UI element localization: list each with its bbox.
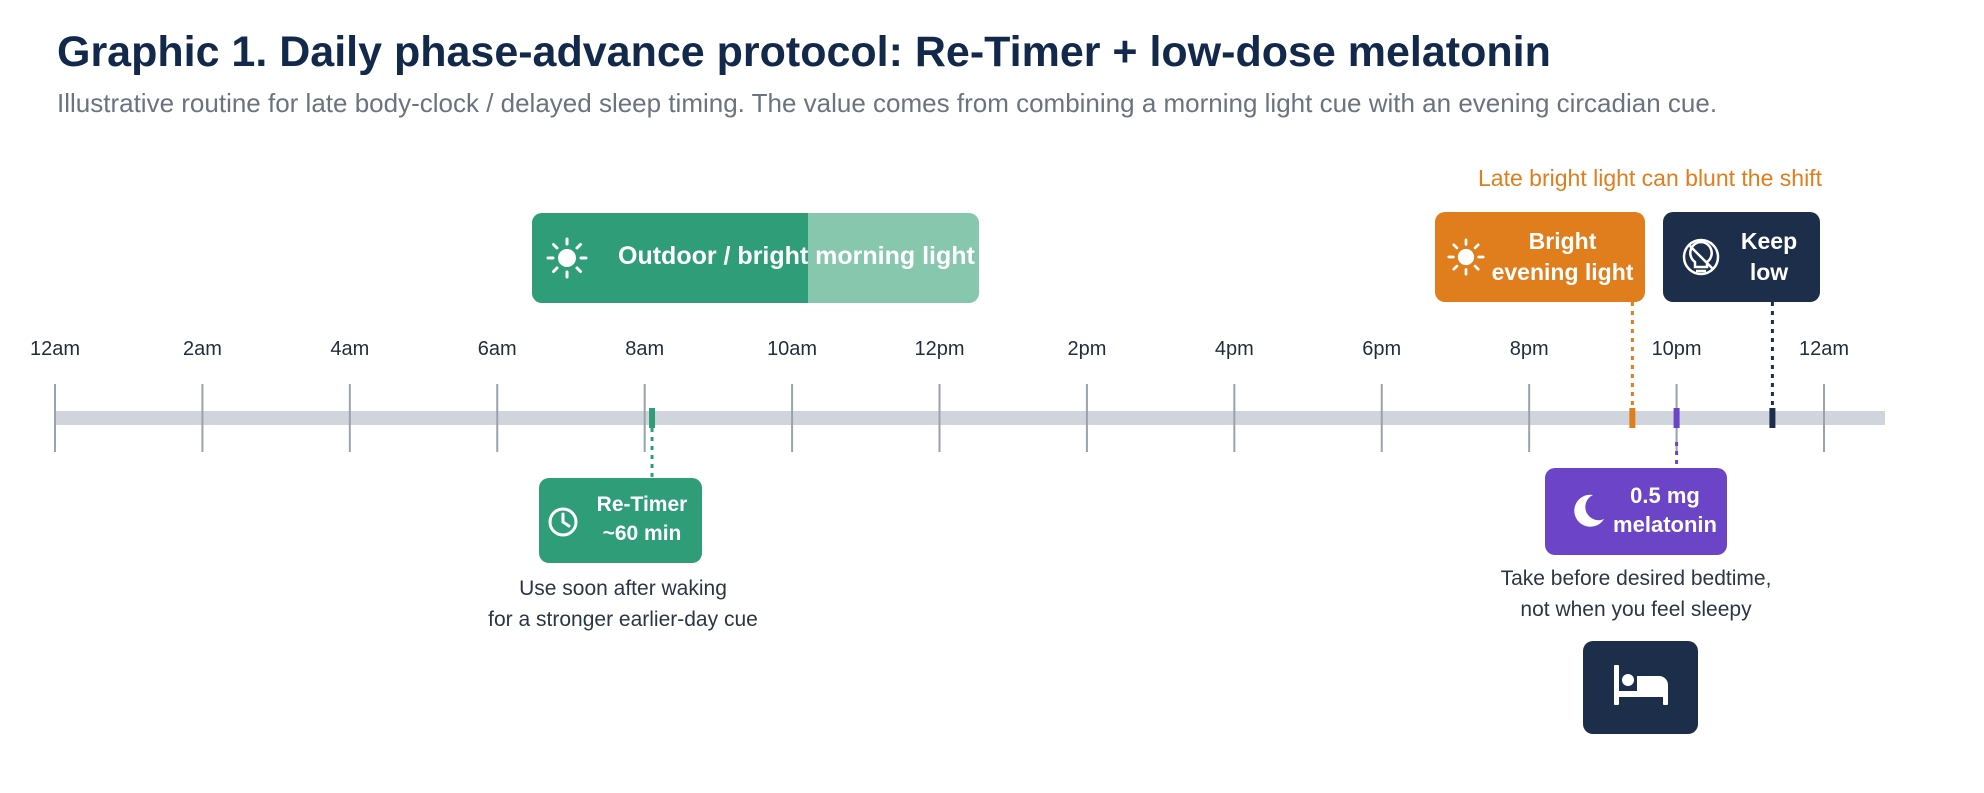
- page-title: Graphic 1. Daily phase-advance protocol:…: [57, 28, 1551, 76]
- page-subtitle: Illustrative routine for late body-clock…: [57, 88, 1718, 118]
- sun-icon: [546, 237, 588, 279]
- no-light-icon: [1681, 236, 1721, 278]
- tick-label-10am: 10am: [767, 338, 817, 360]
- tick-label-2am: 2am: [183, 338, 222, 360]
- bed-icon: [1612, 665, 1670, 710]
- tick-label-4am: 4am: [330, 338, 369, 360]
- tick-label-10pm: 10pm: [1652, 338, 1702, 360]
- melatonin-label: 0.5 mg melatonin: [1613, 483, 1717, 537]
- tick-label-8pm: 8pm: [1510, 338, 1549, 360]
- retimer-note-line1: Use soon after waking: [519, 577, 727, 600]
- marker-keep-low: [1769, 408, 1776, 428]
- melatonin-box: 0.5 mg melatonin: [1545, 468, 1727, 555]
- tick-label-6am: 6am: [478, 338, 517, 360]
- retimer-note-line2: for a stronger earlier-day cue: [488, 608, 758, 631]
- keep-low-label: Keep low: [1740, 228, 1798, 285]
- marker-retimer: [649, 408, 656, 428]
- tick-label-8am: 8am: [625, 338, 664, 360]
- marker-melatonin: [1673, 408, 1680, 428]
- retimer-box: Re-Timer ~60 min: [539, 478, 702, 563]
- marker-bright-evening: [1629, 408, 1636, 428]
- moon-icon: [1567, 490, 1609, 532]
- tick-label-6pm: 6pm: [1362, 338, 1401, 360]
- retimer-note: Use soon after waking for a stronger ear…: [440, 573, 806, 635]
- evening-light-label: Bright evening light: [1491, 228, 1634, 285]
- evening-light-box: Bright evening light: [1435, 212, 1645, 302]
- melatonin-note: Take before desired bedtime, not when yo…: [1450, 563, 1822, 625]
- tick-label-12pm: 12pm: [914, 338, 964, 360]
- keep-low-box: Keep low: [1663, 212, 1820, 302]
- tick-label-12am: 12am: [30, 338, 80, 360]
- morning-light-label: Outdoor / bright morning light: [618, 242, 975, 270]
- sun-icon: [1447, 238, 1485, 276]
- tick-label-12am: 12am: [1799, 338, 1849, 360]
- morning-light-bar: Outdoor / bright morning light: [532, 213, 979, 303]
- clock-icon: [546, 505, 580, 539]
- bedtime-box: [1583, 641, 1698, 734]
- morning-light-bar-strong: [532, 213, 808, 303]
- warning-label: Late bright light can blunt the shift: [1478, 165, 1822, 191]
- timeline-track: [55, 411, 1885, 425]
- tick-label-2pm: 2pm: [1067, 338, 1106, 360]
- melatonin-note-line1: Take before desired bedtime,: [1500, 567, 1772, 590]
- melatonin-note-line2: not when you feel sleepy: [1520, 598, 1752, 621]
- retimer-label: Re-Timer ~60 min: [596, 493, 688, 545]
- tick-label-4pm: 4pm: [1215, 338, 1254, 360]
